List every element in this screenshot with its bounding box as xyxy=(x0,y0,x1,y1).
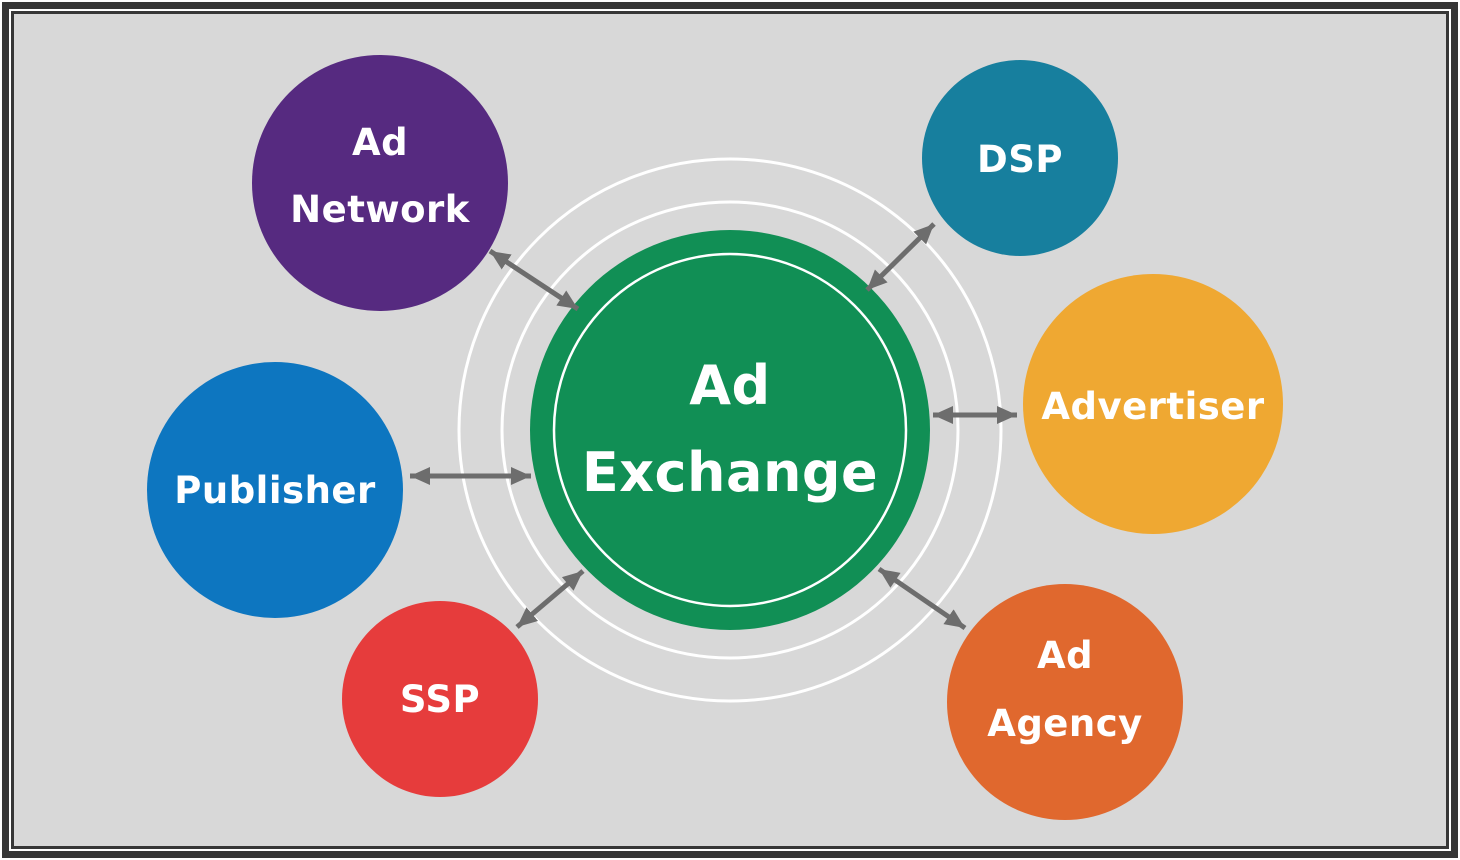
ssp-label: SSP xyxy=(400,678,480,721)
ring-inner xyxy=(552,252,908,608)
ad-network-label-line1: Ad xyxy=(352,121,408,164)
arrow-ad-network xyxy=(488,248,580,312)
dsp-label: DSP xyxy=(977,138,1063,181)
advertiser-label: Advertiser xyxy=(1041,385,1265,428)
node-advertiser xyxy=(1023,274,1283,534)
ad-agency-label-line2: Agency xyxy=(987,702,1143,745)
ring-middle xyxy=(500,200,960,660)
node-publisher xyxy=(147,362,403,618)
node-ad-agency xyxy=(947,584,1183,820)
node-dsp xyxy=(922,60,1118,256)
publisher-label: Publisher xyxy=(174,469,376,512)
arrow-ssp xyxy=(515,569,585,629)
ad-exchange-label-line2: Exchange xyxy=(582,441,878,504)
arrow-ad-agency xyxy=(877,566,967,631)
ad-exchange-label-line1: Ad xyxy=(689,354,770,417)
ad-agency-label-line1: Ad xyxy=(1037,634,1093,677)
ring-outer xyxy=(457,157,1003,703)
node-ad-network xyxy=(252,55,508,311)
node-ssp xyxy=(342,601,538,797)
arrow-dsp xyxy=(865,222,936,292)
ad-network-label-line2: Network xyxy=(290,188,471,231)
frame-inner-border xyxy=(11,11,1449,849)
ad-exchange-circle xyxy=(530,230,930,630)
